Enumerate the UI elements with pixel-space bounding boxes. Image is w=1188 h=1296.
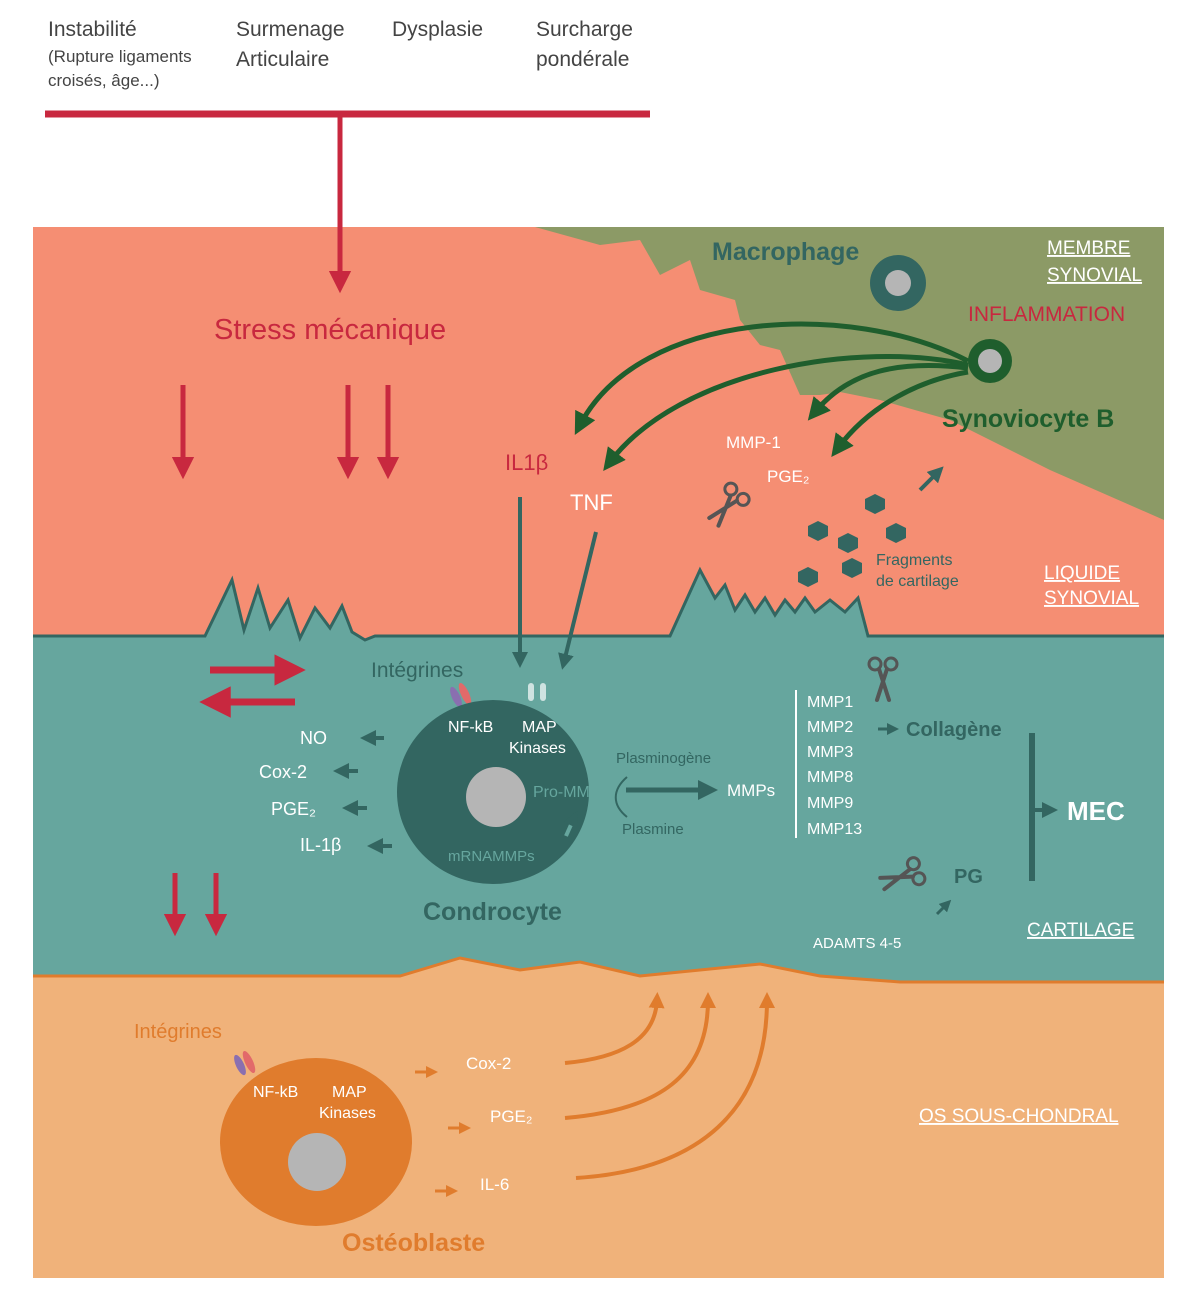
pg-arrow	[935, 899, 952, 916]
inflammation-label: INFLAMMATION	[968, 303, 1125, 326]
plasminogen-label: Plasminogène	[616, 750, 711, 767]
synoviocyte-nucleus	[978, 349, 1002, 373]
cartilage-fragments	[798, 494, 906, 587]
chondrocyte-nucleus	[466, 767, 526, 827]
cause-instability-detail: (Rupture ligaments	[48, 47, 192, 66]
chondrocyte-outputs: NO Cox-2 PGE₂ IL-1β	[259, 728, 392, 855]
output-cox2: Cox-2	[259, 762, 307, 782]
tnf-receptor-icon	[528, 683, 546, 701]
adamts-label: ADAMTS 4-5	[813, 935, 901, 952]
integrin-receptor-icon	[450, 682, 472, 708]
map-kinases-label: MAP	[522, 719, 557, 736]
osteoblast-nucleus	[288, 1133, 346, 1191]
mec-label: MEC	[1067, 796, 1125, 826]
bone-output-pge2: PGE₂	[490, 1107, 533, 1126]
chondrocyte-label: Condrocyte	[423, 898, 562, 926]
plasmin-curve	[614, 776, 628, 818]
bone-output-cox2: Cox-2	[466, 1054, 511, 1073]
tnf-label: TNF	[570, 490, 613, 515]
synoviocyte-label: Synoviocyte B	[942, 405, 1114, 433]
mmp-list-item: MMP8	[807, 769, 853, 786]
synovial-membrane-region	[535, 227, 1164, 520]
zone-labels: MEMBRE SYNOVIAL LIQUIDE SYNOVIAL CARTILA…	[919, 238, 1142, 1127]
collagen-label: Collagène	[906, 719, 1002, 741]
zone-synovial-fluid: LIQUIDE	[1044, 563, 1120, 584]
osteoblast-map-label: Kinases	[319, 1105, 376, 1122]
cause-overweight: Surcharge	[536, 18, 633, 41]
output-il1b: IL-1β	[300, 835, 341, 855]
plasmin-label: Plasmine	[622, 821, 684, 838]
osteoblast-map-label: MAP	[332, 1084, 367, 1101]
integrin-receptor-icon	[234, 1050, 256, 1076]
mmp-list-item: MMP3	[807, 744, 853, 761]
zone-synovial-fluid: SYNOVIAL	[1044, 588, 1139, 609]
bone-output-il6: IL-6	[480, 1175, 509, 1194]
cause-instability: Instabilité	[48, 18, 137, 41]
zone-synovial-membrane: MEMBRE	[1047, 238, 1130, 259]
mmp-list-item: MMP9	[807, 795, 853, 812]
macrophage-nucleus	[885, 270, 911, 296]
mmp1-label: MMP-1	[726, 433, 781, 452]
mmps-label: MMPs	[727, 781, 775, 800]
pro-mmp-label: Pro-MMP	[533, 784, 601, 801]
fragments-arrow	[918, 466, 944, 492]
bone-surface-line	[33, 956, 1164, 984]
pro-mmp-arrow	[563, 810, 579, 837]
cause-dysplasia: Dysplasie	[392, 18, 483, 41]
stress-arrows	[163, 385, 400, 937]
cartilage-surface-line	[33, 566, 1164, 642]
cause-instability-detail: croisés, âge...)	[48, 71, 160, 90]
cause-overuse: Surmenage	[236, 18, 345, 41]
mmp-list: MMP1 MMP2 MMP3 MMP8 MMP9 MMP13	[807, 694, 862, 838]
mmp-list-item: MMP2	[807, 719, 853, 736]
cytokine-arrows	[512, 497, 598, 670]
osteoblast-label: Ostéoblaste	[342, 1229, 485, 1257]
fragments-label: Fragments	[876, 552, 952, 569]
output-no: NO	[300, 728, 327, 748]
zone-synovial-membrane: SYNOVIAL	[1047, 265, 1142, 286]
macrophage-label: Macrophage	[712, 238, 859, 266]
osteoblast-nfkb-label: NF-kB	[253, 1084, 298, 1101]
inflammation-arrows	[574, 321, 970, 471]
nfkb-label: NF-kB	[448, 719, 493, 736]
bone-to-cartilage-arrows	[564, 992, 775, 1180]
mmp-list-item: MMP1	[807, 694, 853, 711]
zone-cartilage: CARTILAGE	[1027, 920, 1134, 941]
osteoblast-integrins-label: Intégrines	[134, 1021, 222, 1043]
fragments-label: de cartilage	[876, 573, 959, 590]
il1b-label: IL1β	[505, 450, 548, 475]
mmp-list-item: MMP13	[807, 821, 862, 838]
mrna-mmps-label: mRNAMMPs	[448, 848, 535, 865]
stress-label: Stress mécanique	[214, 314, 446, 346]
output-pge2: PGE₂	[271, 799, 316, 819]
exchange-arrows	[199, 654, 306, 718]
pg-label: PG	[954, 866, 983, 888]
zone-subchondral-bone: OS SOUS-CHONDRAL	[919, 1106, 1119, 1127]
cause-overuse: Articulaire	[236, 48, 329, 71]
causes: Instabilité (Rupture ligaments croisés, …	[48, 18, 633, 90]
osteoblast-outputs: Cox-2 PGE₂ IL-6	[415, 1054, 533, 1197]
pge2-label: PGE₂	[767, 467, 810, 486]
map-kinases-label: Kinases	[509, 740, 566, 757]
cause-overweight: pondérale	[536, 48, 629, 71]
chondrocyte-integrins-label: Intégrines	[371, 659, 463, 682]
